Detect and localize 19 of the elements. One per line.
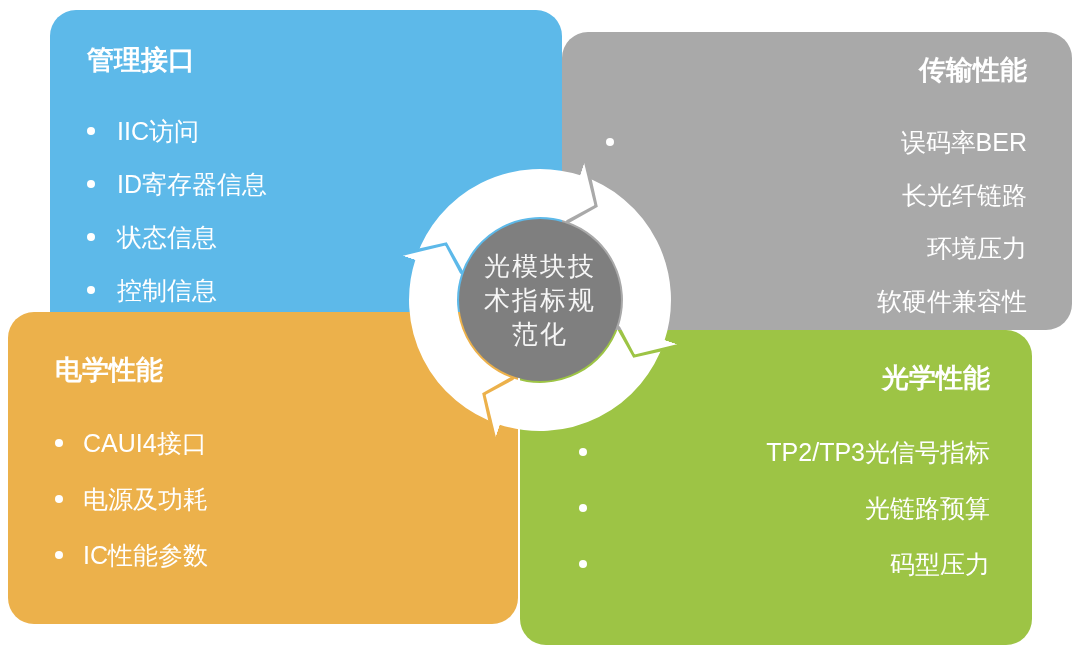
list-item: 软硬件兼容性 [877, 286, 1027, 316]
list-item: 误码率BER [900, 127, 1027, 157]
circle-label: 光模块技术指标规范化 [483, 250, 597, 351]
list-item: CAUI4接口 [83, 428, 207, 458]
list-item: ID寄存器信息 [117, 169, 267, 199]
list-item: 状态信息 [117, 222, 217, 252]
list-item: 控制信息 [117, 275, 217, 305]
list-item: 码型压力 [890, 549, 990, 579]
panel-heading: 光学性能 [882, 363, 990, 393]
panel-heading: 电学性能 [55, 355, 163, 385]
list-item: TP2/TP3光信号指标 [766, 437, 990, 467]
list-item: 环境压力 [927, 233, 1027, 263]
panel-heading: 管理接口 [87, 45, 195, 75]
list-item: 光链路预算 [865, 493, 990, 523]
panel-heading: 传输性能 [919, 55, 1027, 85]
list-item: 电源及功耗 [83, 484, 208, 514]
list-item: 长光纤链路 [902, 180, 1027, 210]
list-item: IIC访问 [117, 116, 199, 146]
list-item: IC性能参数 [83, 540, 208, 570]
